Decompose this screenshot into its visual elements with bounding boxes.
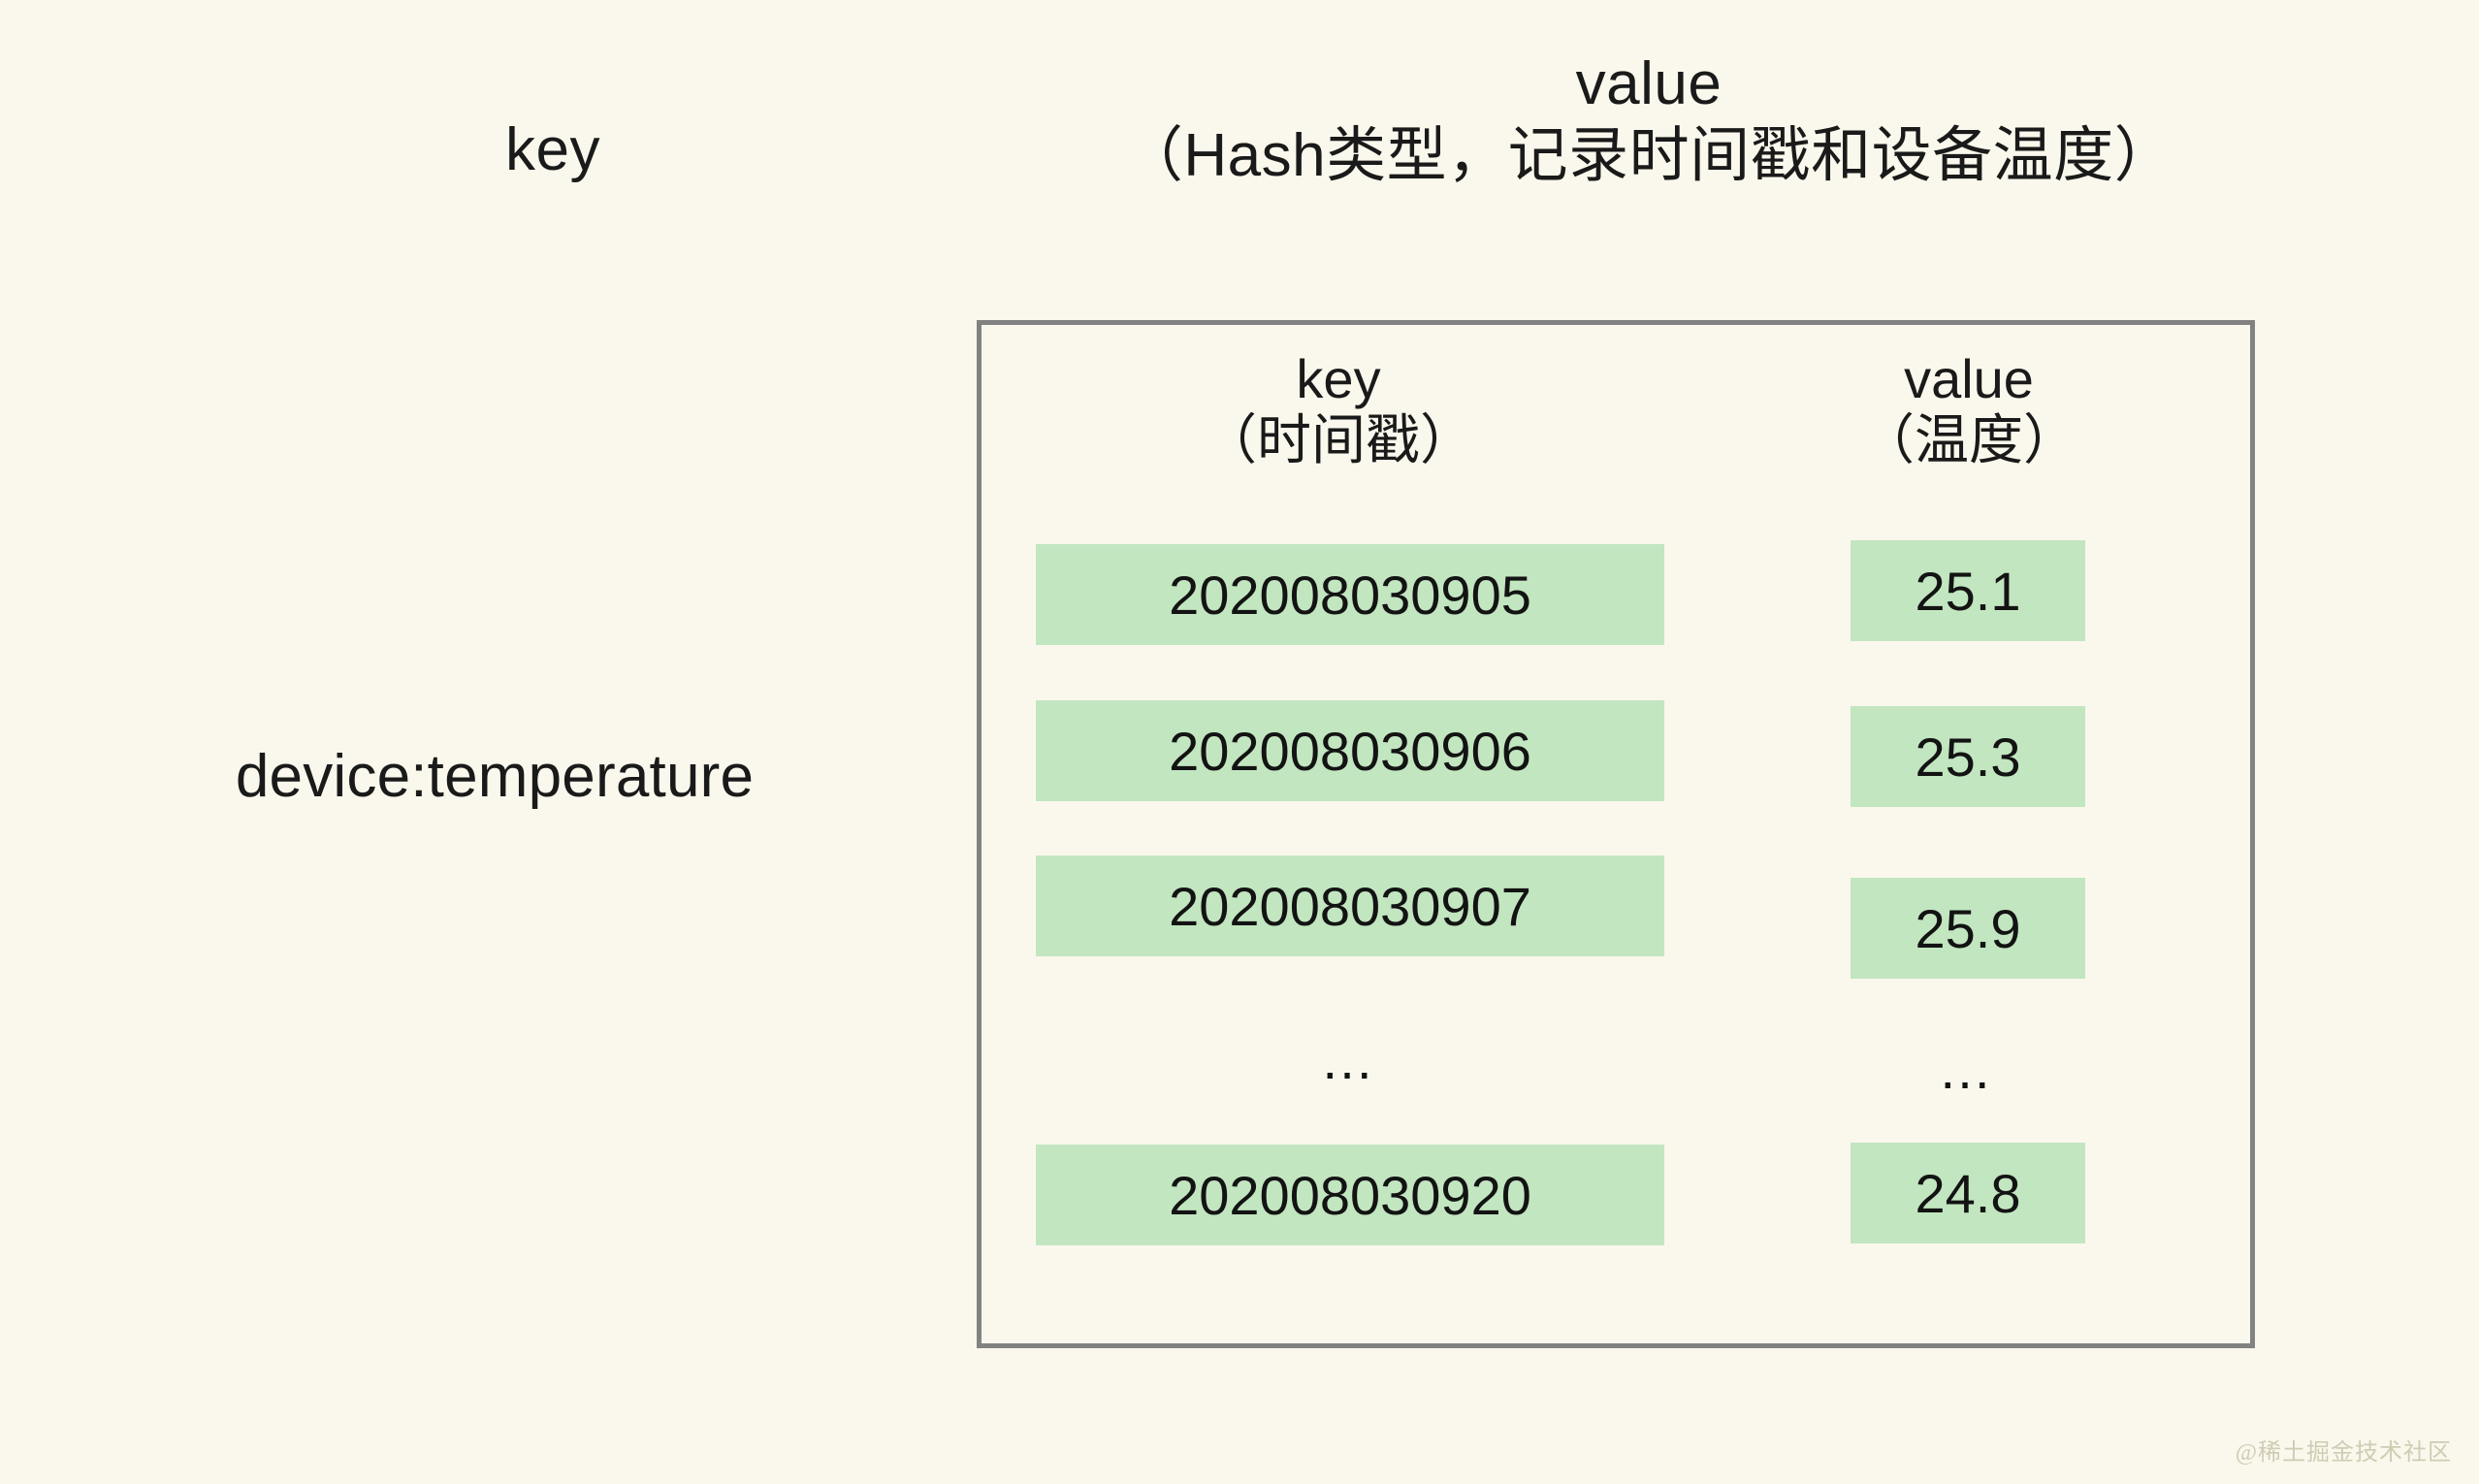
watermark: @稀土掘金技术社区 [2235, 1440, 2452, 1466]
table-row-key-cell: 202008030920 [1036, 1145, 1664, 1245]
hash-value-box [977, 320, 2255, 1348]
column-header-value: value （温度） [1799, 348, 2139, 470]
caption-value-line2: （Hash类型，记录时间戳和设备温度） [1122, 122, 2175, 190]
column-header-key: key （时间戳） [1028, 348, 1649, 470]
caption-value: value （Hash类型，记录时间戳和设备温度） [975, 48, 2323, 193]
column-header-value-title: value [1904, 348, 2034, 409]
column-header-key-subtitle: （时间戳） [1203, 408, 1474, 470]
table-row-value-ellipsis: … [1938, 1038, 1998, 1100]
caption-value-line1: value [1575, 50, 1722, 117]
table-row-key-cell: 202008030906 [1036, 700, 1664, 801]
column-header-value-subtitle: （温度） [1860, 408, 2077, 470]
table-row-value-cell: 25.9 [1851, 878, 2085, 979]
table-row-key-cell: 202008030905 [1036, 544, 1664, 645]
table-row-key-cell: 202008030907 [1036, 855, 1664, 956]
table-row-value-cell: 25.3 [1851, 706, 2085, 807]
column-header-key-title: key [1296, 348, 1381, 409]
caption-key: key [505, 116, 600, 183]
table-row-value-cell: 25.1 [1851, 540, 2085, 641]
table-row-key-ellipsis: … [1320, 1028, 1380, 1090]
key-name-label: device:temperature [235, 743, 755, 810]
table-row-value-cell: 24.8 [1851, 1143, 2085, 1243]
